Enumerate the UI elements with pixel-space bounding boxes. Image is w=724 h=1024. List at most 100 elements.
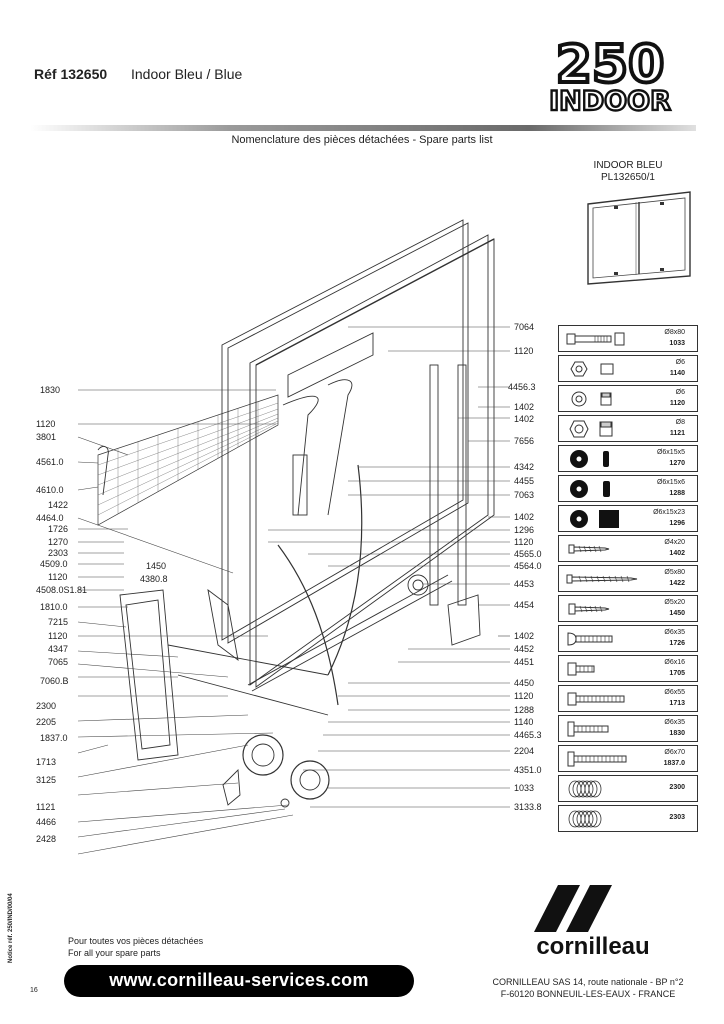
part-cell: Ø8x80 1033 bbox=[558, 325, 698, 352]
part-dimension: Ø8 bbox=[675, 419, 685, 426]
part-code: 1120 bbox=[669, 400, 685, 407]
part-dimension: Ø6x16 bbox=[664, 659, 685, 666]
page-number: 16 bbox=[30, 987, 38, 994]
part-label: 7656 bbox=[514, 436, 535, 446]
part-dimension: Ø5x80 bbox=[664, 569, 685, 576]
part-cell: Ø6 1140 bbox=[558, 355, 698, 382]
document-reference: Notice réf. 250/IND/00/04 bbox=[8, 893, 14, 963]
pan-head-screw-icon bbox=[567, 721, 609, 737]
washer-with-spacer-icon bbox=[570, 510, 619, 528]
part-code: 1288 bbox=[669, 490, 685, 497]
part-dimension: Ø6x55 bbox=[664, 689, 685, 696]
part-label: 3125 bbox=[36, 775, 57, 785]
part-code: 1450 bbox=[669, 610, 685, 617]
part-label: 2303 bbox=[48, 548, 69, 558]
ring-stack-icon bbox=[568, 810, 602, 828]
button-head-bolt-icon bbox=[567, 632, 613, 646]
part-cell: Ø6x35 1830 bbox=[558, 715, 698, 742]
part-dimension: Ø5x20 bbox=[664, 599, 685, 606]
part-label: 4342 bbox=[514, 462, 535, 472]
part-label: 1033 bbox=[514, 783, 535, 793]
wood-screw-icon bbox=[568, 603, 610, 615]
part-code: 1726 bbox=[669, 640, 685, 647]
part-label: 1288 bbox=[514, 705, 535, 715]
part-cell: Ø6x15x23 1296 bbox=[558, 505, 698, 532]
part-label: 1402 bbox=[514, 414, 535, 424]
part-label: 1121 bbox=[36, 802, 56, 812]
part-cell: Ø6x35 1726 bbox=[558, 625, 698, 652]
part-label: 4450 bbox=[514, 678, 535, 688]
product-logo: 250 INDOOR bbox=[548, 38, 672, 114]
lock-nut-large-icon bbox=[569, 420, 613, 438]
part-dimension: Ø8x80 bbox=[664, 329, 685, 336]
thumbnail-line1: INDOOR BLEU bbox=[593, 160, 663, 171]
thumbnail-caption: INDOOR BLEU PL132650/1 bbox=[570, 160, 686, 184]
part-label: 1402 bbox=[514, 631, 535, 641]
part-dimension: Ø6 bbox=[675, 359, 685, 366]
part-dimension: Ø4x20 bbox=[664, 539, 685, 546]
hex-bolt-long-icon bbox=[567, 692, 625, 706]
long-wood-screw-icon bbox=[566, 574, 638, 584]
part-code: 2303 bbox=[669, 814, 685, 821]
part-cell: Ø5x80 1422 bbox=[558, 565, 698, 592]
spare-parts-line-fr: Pour toutes vos pièces détachées bbox=[68, 936, 204, 946]
part-label: 4456.3 bbox=[508, 382, 536, 392]
table-thumbnail-illustration bbox=[587, 191, 691, 285]
hex-bolt-icon bbox=[567, 662, 595, 676]
part-label: 3801 bbox=[36, 432, 57, 442]
part-label: 1120 bbox=[514, 691, 534, 701]
part-code: 1121 bbox=[669, 430, 685, 437]
exploded-view-diagram bbox=[77, 219, 510, 855]
thumbnail-line2: PL132650/1 bbox=[601, 172, 655, 183]
part-cell: Ø6x15x5 1270 bbox=[558, 445, 698, 472]
part-label: 7060.B bbox=[40, 676, 69, 686]
part-label: 4466 bbox=[36, 817, 57, 827]
part-code: 1402 bbox=[669, 550, 685, 557]
part-dimension: Ø6x15x5 bbox=[656, 449, 685, 456]
part-label: 4561.0 bbox=[36, 457, 64, 467]
part-code: 1296 bbox=[669, 520, 685, 527]
part-cell: Ø6 1120 bbox=[558, 385, 698, 412]
part-cell: Ø6x55 1713 bbox=[558, 685, 698, 712]
part-label: 1402 bbox=[514, 402, 535, 412]
ring-stack-icon bbox=[568, 780, 602, 798]
website-link[interactable]: www.cornilleau-services.com bbox=[109, 970, 369, 990]
part-cell: Ø4x20 1402 bbox=[558, 535, 698, 562]
hardware-parts-list: Ø8x80 1033 Ø6 1140 Ø6 1120 Ø8 1121 Ø6x15… bbox=[558, 325, 698, 835]
part-dimension: Ø6x15x6 bbox=[656, 479, 685, 486]
part-cell: 2300 bbox=[558, 775, 698, 802]
part-code: 1713 bbox=[669, 700, 685, 707]
part-label: 7215 bbox=[48, 617, 69, 627]
black-washer-icon bbox=[570, 480, 610, 498]
part-code: 1830 bbox=[669, 730, 685, 737]
part-code: 2300 bbox=[669, 784, 685, 791]
page-subtitle: Nomenclature des pièces détachées - Spar… bbox=[231, 134, 493, 146]
part-label: 4610.0 bbox=[36, 485, 64, 495]
part-label: 1713 bbox=[36, 757, 57, 767]
part-label: 4465.3 bbox=[514, 730, 542, 740]
part-label: 4452 bbox=[514, 644, 535, 654]
part-label: 2205 bbox=[36, 717, 57, 727]
part-label: 3133.8 bbox=[514, 802, 542, 812]
header-divider bbox=[30, 125, 696, 131]
part-label: 1120 bbox=[48, 572, 68, 582]
part-label: 4565.0 bbox=[514, 549, 542, 559]
part-label: 1726 bbox=[48, 524, 69, 534]
part-label: 1120 bbox=[514, 537, 534, 547]
part-label: 2204 bbox=[514, 746, 535, 756]
part-label: 4455 bbox=[514, 476, 535, 486]
part-cell: Ø6x15x6 1288 bbox=[558, 475, 698, 502]
part-label: 1422 bbox=[48, 500, 69, 510]
part-label: 4453 bbox=[514, 579, 535, 589]
part-code: 1140 bbox=[669, 370, 685, 377]
brand-logo: cornilleau bbox=[534, 885, 650, 960]
black-washer-icon bbox=[570, 450, 609, 468]
part-code: 1837.0 bbox=[663, 760, 685, 767]
part-label: 4451 bbox=[514, 657, 535, 667]
part-label: 4347 bbox=[48, 644, 69, 654]
part-code: 1270 bbox=[669, 460, 685, 467]
part-cell: Ø6x16 1705 bbox=[558, 655, 698, 682]
part-label: 4351.0 bbox=[514, 765, 542, 775]
part-label: 1837.0 bbox=[40, 733, 68, 743]
part-cell: Ø5x20 1450 bbox=[558, 595, 698, 622]
